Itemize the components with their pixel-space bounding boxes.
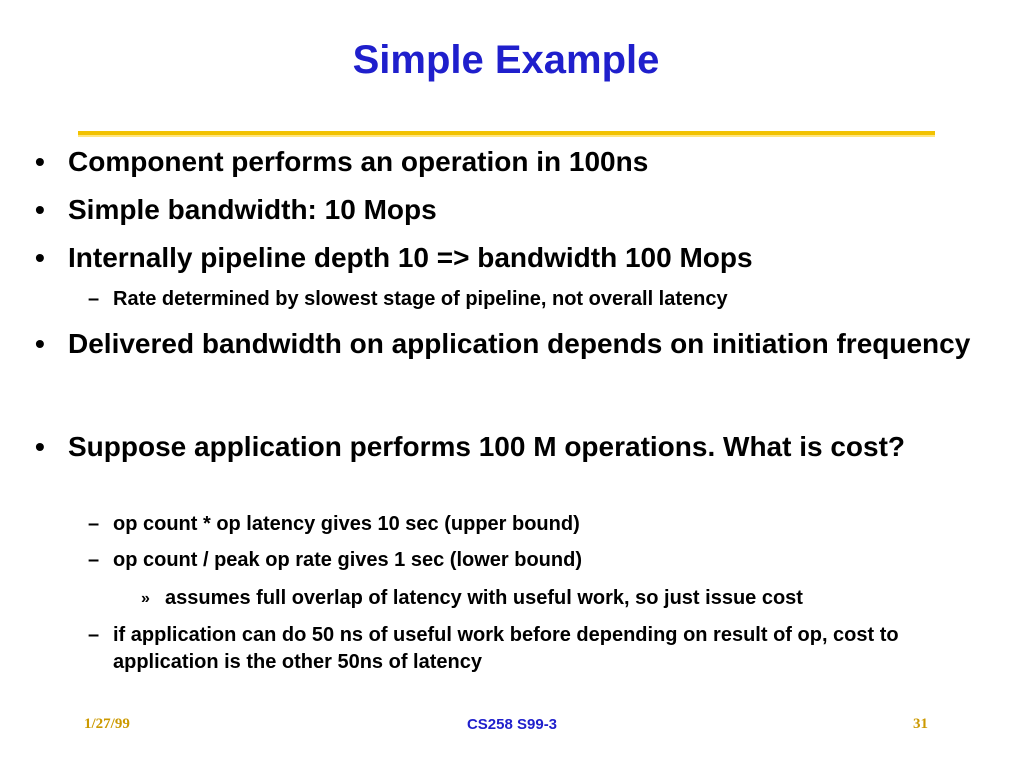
sub-bullet-text: op count * op latency gives 10 sec (uppe… xyxy=(113,513,580,535)
title-divider xyxy=(78,131,935,137)
bullet-text: Delivered bandwidth on application depen… xyxy=(68,328,971,359)
sub-bullet-marker: – xyxy=(88,549,100,571)
sub-sub-bullet-text: assumes full overlap of latency with use… xyxy=(165,587,803,609)
bullet-marker: • xyxy=(35,146,45,177)
sub-bullet-marker: – xyxy=(88,513,100,535)
bullet-marker: • xyxy=(35,431,45,462)
sub-bullet-text: if application can do 50 ns of useful wo… xyxy=(113,624,899,673)
footer-date: 1/27/99 xyxy=(84,716,130,732)
slide-title: Simple Example xyxy=(352,38,660,82)
sub-bullet-text: Rate determined by slowest stage of pipe… xyxy=(113,288,728,310)
sub-bullet-text: op count / peak op rate gives 1 sec (low… xyxy=(113,549,582,571)
sub-sub-bullet-marker: » xyxy=(141,590,150,607)
bullet-text: Simple bandwidth: 10 Mops xyxy=(68,194,437,225)
bullet-marker: • xyxy=(35,194,45,225)
sub-bullet-marker: – xyxy=(88,624,100,646)
bullet-marker: • xyxy=(35,328,45,359)
bullet-text: Component performs an operation in 100ns xyxy=(68,146,649,177)
bullet-text: Suppose application performs 100 M opera… xyxy=(68,431,906,462)
sub-bullet-marker: – xyxy=(88,288,100,310)
bullet-marker: • xyxy=(35,242,45,273)
footer-page-number: 31 xyxy=(913,716,928,732)
footer-course: CS258 S99-3 xyxy=(466,716,558,733)
bullet-text: Internally pipeline depth 10 => bandwidt… xyxy=(68,242,753,273)
